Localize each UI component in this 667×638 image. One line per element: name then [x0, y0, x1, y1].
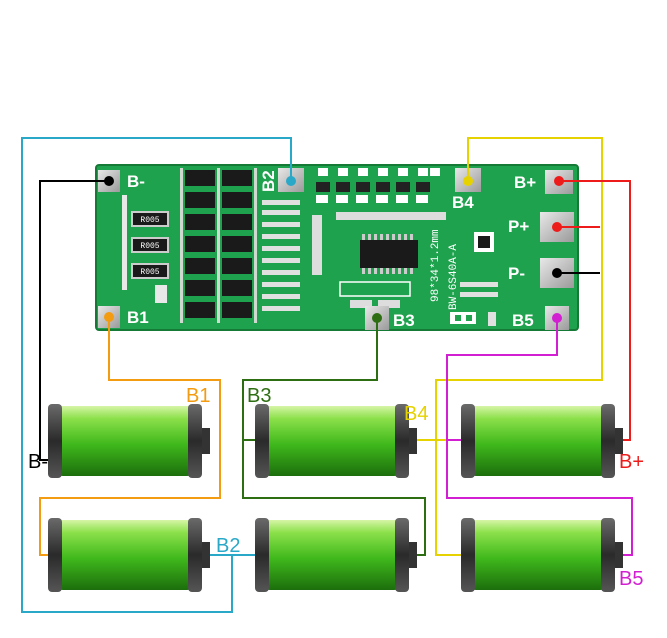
- pad-label: B5: [512, 311, 534, 330]
- wire-b4: [435, 137, 603, 556]
- shunt-resistors: R005 R005 R005: [131, 211, 169, 279]
- pcb-board: R005 R005 R005: [95, 164, 579, 331]
- label-b-minus: B-: [28, 451, 48, 473]
- label-b4: B4: [404, 403, 428, 425]
- board-model-label: BW-6S40A-A: [448, 244, 460, 310]
- mosfet-array: [185, 170, 252, 318]
- pad-label: B4: [452, 193, 474, 212]
- wire-b3: [242, 318, 426, 556]
- label-b3: B3: [247, 385, 271, 407]
- battery-cell-2: [255, 404, 417, 478]
- pad-label: B+: [514, 173, 536, 192]
- resistor-label: R005: [140, 216, 159, 225]
- wire-b-minus: [39, 180, 109, 461]
- pad-p-minus: P-: [508, 258, 574, 288]
- battery-cell-1: [48, 404, 210, 478]
- pad-label: B-: [127, 172, 145, 191]
- pad-label: P-: [508, 264, 525, 283]
- pad-label: B1: [127, 308, 149, 327]
- label-b1: B1: [186, 385, 210, 407]
- smd-components: [312, 168, 446, 275]
- label-b2: B2: [216, 535, 240, 557]
- board-size-label: 98*34*1.2mm: [430, 229, 442, 302]
- resistor-label: R005: [140, 242, 159, 251]
- battery-cell-6: [461, 518, 623, 592]
- battery-cell-3: [461, 404, 623, 478]
- label-b5: B5: [619, 568, 643, 590]
- pad-b2: B2: [259, 168, 304, 192]
- label-b-plus: B+: [619, 451, 644, 473]
- bms-ic-chip: [360, 234, 418, 274]
- wire-b5: [446, 318, 633, 556]
- battery-cell-4: [48, 518, 210, 592]
- battery-cell-5: [255, 518, 417, 592]
- pad-label: B3: [393, 311, 415, 330]
- wire-b1: [39, 317, 221, 556]
- wire-terminals: [104, 176, 564, 323]
- pad-label: P+: [508, 217, 529, 236]
- pad-label: B2: [259, 170, 278, 192]
- resistor-label: R005: [140, 268, 159, 277]
